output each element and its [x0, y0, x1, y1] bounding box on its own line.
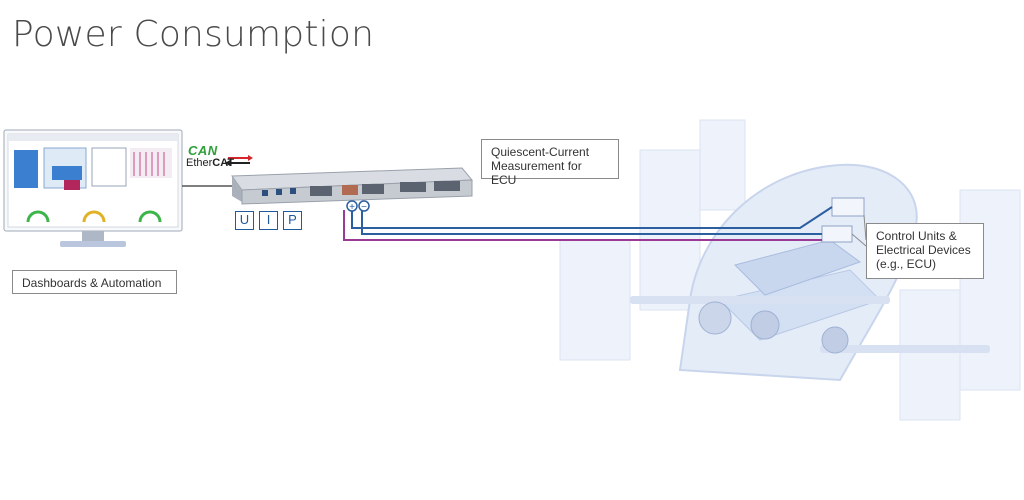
ethercat-logo: EtherCAT: [186, 157, 234, 169]
wire-blue-1: [351, 206, 833, 229]
power-analyzer-rack[interactable]: [231, 167, 474, 205]
quiescent-line-1: Quiescent-Current: [491, 145, 590, 159]
control-units-label: Control Units & Electrical Devices (e.g.…: [866, 223, 984, 279]
minus-terminal-label: −: [361, 202, 367, 213]
page-title: Power Consumption: [12, 14, 375, 55]
measurement-i: I: [259, 211, 278, 230]
control-line-1: Control Units &: [876, 229, 957, 243]
control-line-2: Electrical Devices: [876, 243, 971, 257]
ethercat-suffix: CAT: [212, 157, 235, 169]
plus-terminal-icon: [346, 200, 358, 212]
quiescent-current-label: Quiescent-Current Measurement for ECU: [481, 139, 619, 187]
wire-blue-2: [361, 210, 822, 235]
can-logo: CAN: [188, 143, 218, 158]
plus-terminal-label: +: [349, 202, 355, 213]
measurement-u: U: [235, 211, 254, 230]
wire-purple: [343, 210, 822, 241]
quiescent-line-2: Measurement for ECU: [491, 159, 582, 187]
minus-terminal-icon: [358, 200, 370, 212]
measurement-p: P: [283, 211, 302, 230]
dashboards-text: Dashboards & Automation: [22, 276, 162, 290]
ethercat-prefix: Ether: [186, 157, 213, 169]
vehicle-illustration: [630, 163, 990, 382]
dashboard-monitor[interactable]: [3, 129, 183, 247]
dashboards-label: Dashboards & Automation: [12, 270, 177, 294]
control-line-3: (e.g., ECU): [876, 257, 937, 271]
bidirectional-arrow-icon: [225, 155, 253, 166]
connection-wires: [343, 206, 833, 241]
background-buildings: [559, 119, 1021, 421]
callout-lines: [851, 214, 867, 247]
